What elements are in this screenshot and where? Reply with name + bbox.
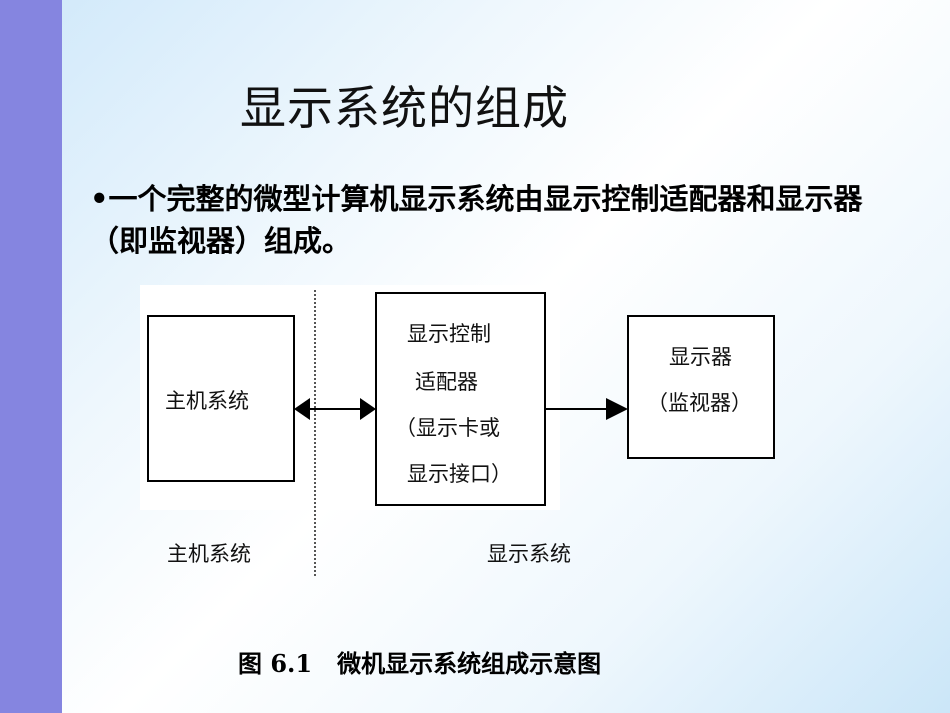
arrowhead-right-icon	[606, 398, 628, 420]
sidebar-accent-bar	[0, 0, 62, 713]
adapter-line: 显示控制	[407, 322, 491, 346]
system-divider-line	[314, 290, 316, 576]
adapter-line: （显示卡或	[395, 416, 500, 440]
adapter-line: 显示接口）	[407, 462, 512, 486]
bidirectional-arrow	[296, 408, 374, 410]
monitor-box: 显示器 （监视器）	[627, 315, 775, 459]
bullet-text: •一个完整的微型计算机显示系统由显示控制适配器和显示器（即监视器）组成。	[90, 182, 863, 258]
figure-caption: 图 6.1 微机显示系统组成示意图	[238, 649, 602, 678]
host-system-label: 主机系统	[167, 542, 251, 566]
arrowheads-bidirectional-icon	[294, 398, 376, 420]
slide-title: 显示系统的组成	[240, 81, 569, 135]
display-system-label: 显示系统	[487, 542, 571, 566]
monitor-line: （监视器）	[647, 391, 752, 415]
display-adapter-box: 显示控制 适配器 （显示卡或 显示接口）	[375, 292, 546, 506]
monitor-line: 显示器	[669, 345, 732, 369]
output-arrow	[546, 408, 616, 410]
adapter-line: 适配器	[415, 370, 478, 394]
host-system-box: 主机系统	[147, 315, 295, 482]
host-box-label: 主机系统	[165, 389, 249, 413]
